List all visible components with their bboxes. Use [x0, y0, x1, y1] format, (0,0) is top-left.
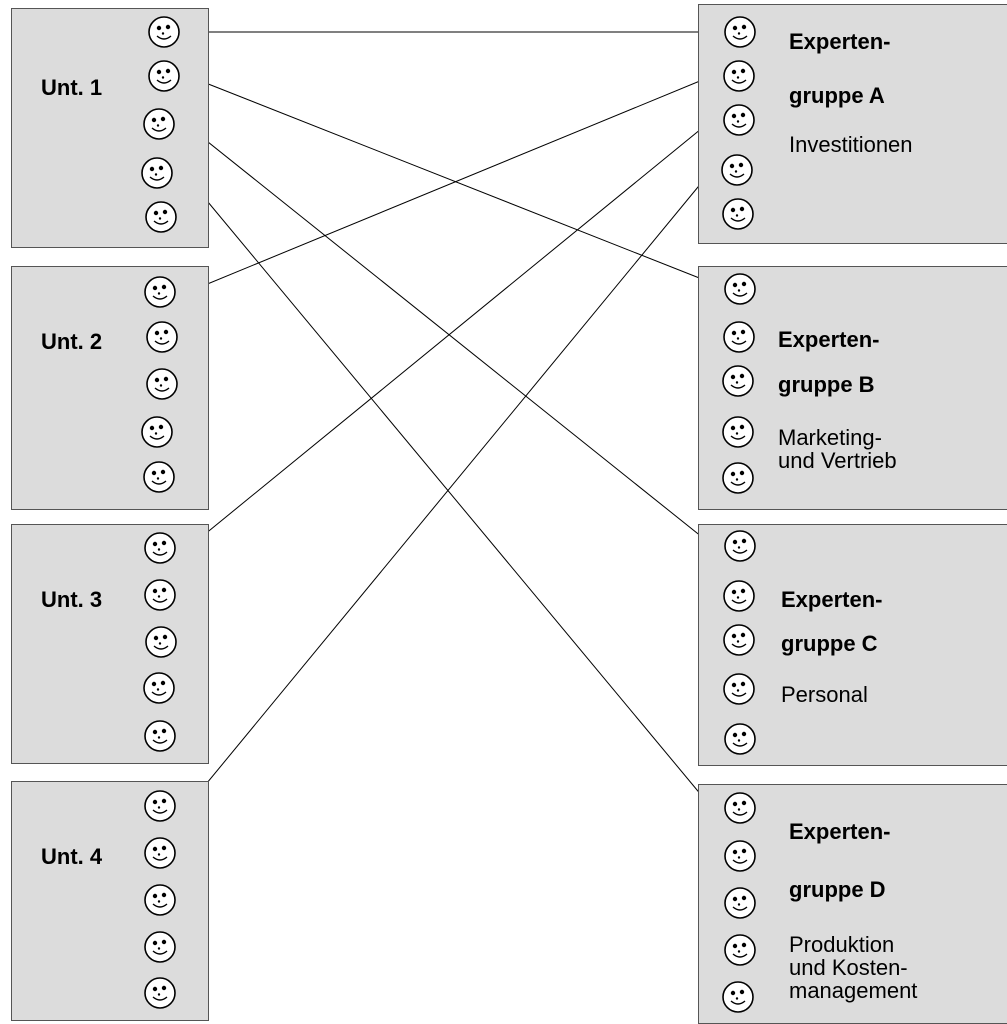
- smiley-face-icon: [141, 106, 177, 142]
- company-box-1: Unt. 1: [11, 8, 209, 248]
- smiley-face-icon: [722, 932, 758, 968]
- smiley-face-icon: [721, 319, 757, 355]
- smiley-face-icon: [722, 271, 758, 307]
- smiley-face-icon: [721, 58, 757, 94]
- smiley-face-icon: [721, 578, 757, 614]
- smiley-face-icon: [141, 670, 177, 706]
- smiley-face-icon: [722, 790, 758, 826]
- expert-group-title-line1: Experten-: [778, 327, 880, 352]
- smiley-face-icon: [722, 14, 758, 50]
- smiley-face-icon: [143, 624, 179, 660]
- smiley-face-icon: [144, 366, 180, 402]
- company-label: Unt. 4: [41, 844, 103, 869]
- connection-line: [187, 119, 713, 549]
- smiley-face-icon: [146, 14, 182, 50]
- company-label: Unt. 3: [41, 587, 103, 612]
- smiley-face-icon: [720, 979, 756, 1015]
- connection-line: [187, 169, 713, 807]
- smiley-face-icon: [142, 718, 178, 754]
- smiley-face-icon: [142, 882, 178, 918]
- expert-group-title-line2: gruppe C: [781, 631, 878, 656]
- smiley-face-icon: [721, 622, 757, 658]
- expert-group-topic: Produktion und Kosten- management: [789, 932, 918, 1003]
- expert-group-title-line1: Experten-: [789, 29, 891, 54]
- connection-line: [187, 75, 713, 293]
- expert-group-title-line1: Experten-: [781, 587, 883, 612]
- expert-group-topic: Investitionen: [789, 132, 913, 157]
- smiley-face-icon: [722, 528, 758, 564]
- smiley-face-icon: [719, 152, 755, 188]
- smiley-face-icon: [720, 363, 756, 399]
- smiley-face-icon: [722, 721, 758, 757]
- smiley-face-icon: [142, 835, 178, 871]
- smiley-face-icon: [142, 929, 178, 965]
- smiley-face-icon: [722, 838, 758, 874]
- expert-group-topic: Personal: [781, 682, 868, 707]
- expert-group-title-line2: gruppe A: [789, 83, 885, 108]
- company-box-3: Unt. 3: [11, 524, 209, 764]
- expert-group-title-line2: gruppe D: [789, 877, 886, 902]
- smiley-face-icon: [143, 199, 179, 235]
- smiley-face-icon: [721, 671, 757, 707]
- smiley-face-icon: [720, 414, 756, 450]
- connection-line: [187, 125, 713, 546]
- smiley-face-icon: [142, 274, 178, 310]
- smiley-face-icon: [142, 975, 178, 1011]
- smiley-face-icon: [721, 102, 757, 138]
- smiley-face-icon: [146, 58, 182, 94]
- smiley-face-icon: [720, 460, 756, 496]
- smiley-face-icon: [139, 155, 175, 191]
- smiley-face-icon: [142, 577, 178, 613]
- smiley-face-icon: [139, 414, 175, 450]
- expert-group-title-line1: Experten-: [789, 819, 891, 844]
- connection-line: [187, 75, 713, 284]
- company-label: Unt. 2: [41, 329, 103, 354]
- smiley-face-icon: [144, 319, 180, 355]
- expert-group-topic: Marketing- und Vertrieb: [778, 425, 897, 473]
- smiley-face-icon: [142, 530, 178, 566]
- smiley-face-icon: [720, 196, 756, 232]
- smiley-face-icon: [722, 885, 758, 921]
- smiley-face-icon: [142, 788, 178, 824]
- company-label: Unt. 1: [41, 75, 103, 100]
- connection-line: [187, 177, 713, 809]
- expert-group-title-line2: gruppe B: [778, 372, 875, 397]
- company-box-4: Unt. 4: [11, 781, 209, 1021]
- smiley-face-icon: [141, 459, 177, 495]
